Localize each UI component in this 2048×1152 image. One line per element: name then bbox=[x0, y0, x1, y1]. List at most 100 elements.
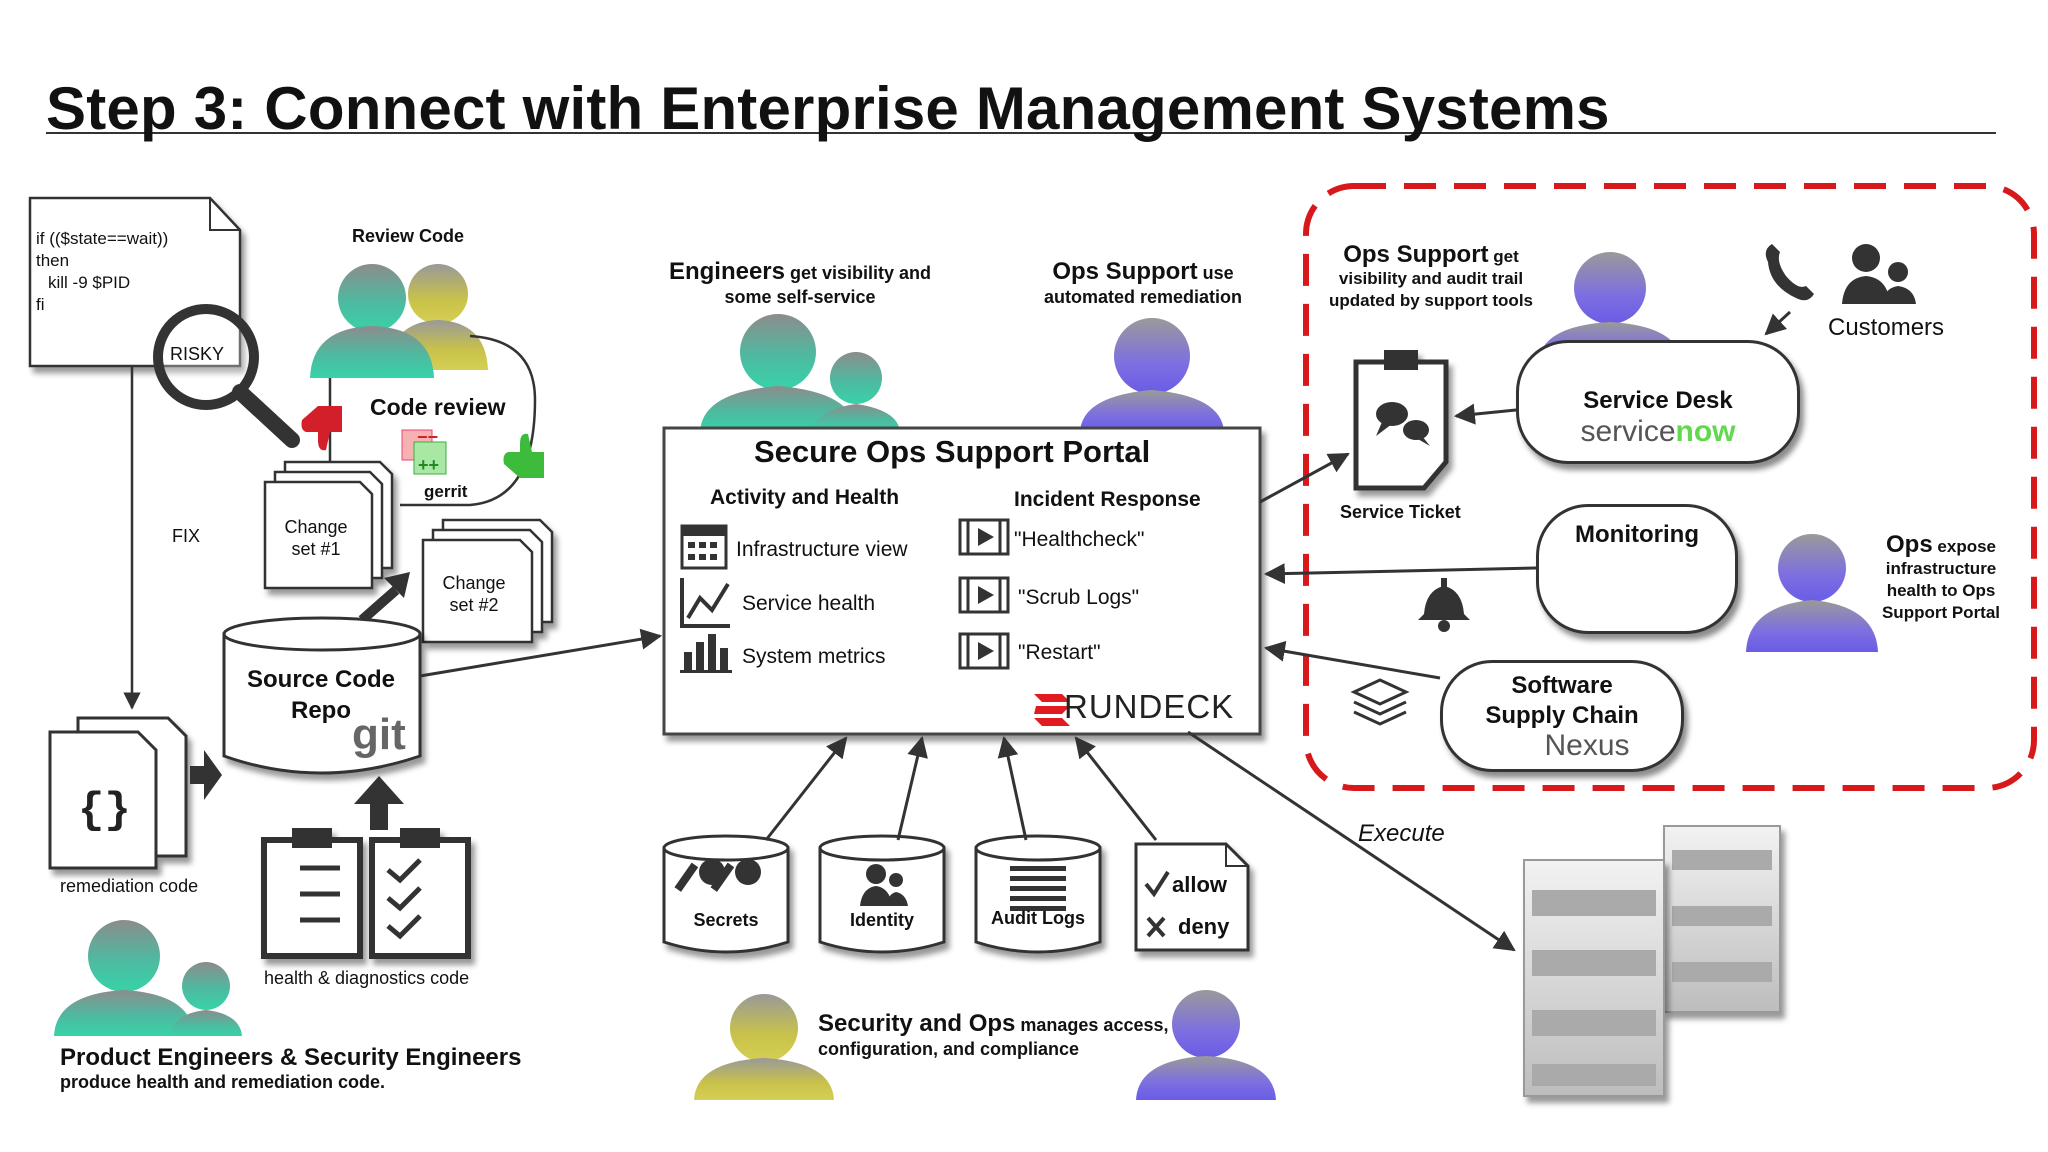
gerrit-label: gerrit bbox=[424, 482, 468, 501]
cross-icon bbox=[1146, 916, 1166, 938]
changeset-2-line-2: set #2 bbox=[449, 595, 499, 615]
changeset-1-line-1: Change bbox=[284, 517, 348, 537]
engineer-person-1 bbox=[700, 314, 856, 432]
repo-line-1: Source Code bbox=[246, 666, 396, 693]
server-rack-front bbox=[1523, 859, 1665, 1097]
supply-chain-line-1: Software bbox=[1511, 672, 1613, 699]
ops-caption: Ops Support use automated remediation bbox=[1018, 260, 1268, 309]
secrets-cylinder bbox=[662, 834, 790, 954]
changeset-1-line-2: set #1 bbox=[291, 539, 341, 559]
health-label: health & diagnostics code bbox=[264, 968, 470, 988]
activity-item-infrastructure[interactable]: Infrastructure view bbox=[736, 538, 908, 561]
script-document bbox=[28, 196, 242, 368]
enterprise-highlight-region bbox=[1303, 183, 2037, 791]
health-clipboards bbox=[261, 828, 471, 959]
product-engineers-caption: Product Engineers & Security Engineers p… bbox=[60, 1044, 521, 1093]
servicedesk-to-ticket-arrow bbox=[1453, 403, 1517, 425]
git-logo: git bbox=[352, 710, 406, 759]
calendar-icon bbox=[680, 524, 728, 570]
source-repo-cylinder bbox=[222, 616, 422, 775]
monitoring-card[interactable]: Monitoring bbox=[1536, 504, 1738, 634]
ops-rest-1: use bbox=[1197, 263, 1234, 283]
review-code-heading: Review Code bbox=[352, 226, 465, 246]
thumbs-up-icon bbox=[503, 433, 544, 478]
reviewer-person-1 bbox=[310, 264, 434, 378]
policy-arrow bbox=[1074, 736, 1158, 841]
logs-icon bbox=[1010, 866, 1066, 911]
enterprise-ops-rest-2: visibility and audit trail bbox=[1338, 269, 1524, 288]
svg-text:++: ++ bbox=[418, 455, 439, 475]
customers-label: Customers bbox=[1828, 314, 1945, 341]
execute-arrow bbox=[1187, 730, 1516, 952]
engineers-rest-1: get visibility and bbox=[785, 263, 932, 283]
incident-item-restart[interactable]: "Restart" bbox=[1018, 641, 1101, 664]
ops-expose-rest-2: infrastructure bbox=[1885, 559, 1997, 578]
list-icon bbox=[300, 865, 340, 923]
incident-item-healthcheck[interactable]: "Healthcheck" bbox=[1014, 528, 1145, 551]
layers-icon bbox=[1350, 678, 1410, 726]
curly-braces-icon: {} bbox=[78, 786, 131, 836]
engineers-bold: Engineers bbox=[668, 258, 785, 285]
changeset-2-line-1: Change bbox=[442, 573, 506, 593]
service-ticket-label: Service Ticket bbox=[1340, 502, 1461, 522]
product-engineers-bold: Product Engineers & Security Engineers bbox=[60, 1044, 522, 1071]
servicenow-logo: servicenow bbox=[1519, 415, 1797, 449]
identity-label: Identity bbox=[849, 910, 914, 930]
product-engineers-rest: produce health and remediation code. bbox=[60, 1072, 386, 1092]
enterprise-ops-rest-1: get bbox=[1488, 247, 1519, 266]
incident-heading: Incident Response bbox=[1014, 488, 1201, 511]
keys-icon bbox=[674, 859, 761, 892]
rundeck-brand: RUNDECK bbox=[1064, 688, 1235, 725]
script-text: if (($state==wait)) then kill -9 $PID fi bbox=[36, 228, 168, 316]
film-icon-healthcheck bbox=[958, 518, 1010, 556]
activity-heading: Activity and Health bbox=[710, 486, 900, 509]
changeset-1-stack bbox=[263, 460, 394, 590]
ops-support-person bbox=[1080, 318, 1224, 432]
bell-icon bbox=[1418, 578, 1470, 632]
nexus-logo: Nexus bbox=[1544, 729, 1630, 762]
engineers-caption: Engineers get visibility and some self-s… bbox=[640, 260, 960, 309]
script-line-2: then bbox=[36, 251, 70, 270]
supply-chain-card[interactable]: Software Supply Chain Nexus bbox=[1440, 660, 1684, 772]
monitoring-to-portal-arrow bbox=[1263, 563, 1537, 585]
security-person-violet bbox=[1136, 990, 1276, 1100]
line-chart-icon bbox=[680, 578, 730, 628]
repo-label: Source Code Repo bbox=[226, 664, 416, 726]
security-caption: Security and Ops manages access, configu… bbox=[818, 1012, 1169, 1061]
service-desk-label: Service Desk bbox=[1583, 387, 1733, 414]
product-engineer-person-1 bbox=[54, 920, 194, 1036]
activity-item-system-metrics[interactable]: System metrics bbox=[742, 645, 886, 668]
audit-logs-cylinder bbox=[974, 834, 1102, 954]
service-desk-card[interactable]: Service Desk servicenow bbox=[1516, 340, 1800, 464]
customers-icon bbox=[1842, 244, 1916, 304]
ops-expose-person bbox=[1746, 534, 1878, 652]
enterprise-ops-caption: Ops Support get visibility and audit tra… bbox=[1312, 243, 1550, 312]
ops-expose-rest-3: health to Ops bbox=[1886, 581, 1996, 600]
servicenow-logo-a: service bbox=[1580, 415, 1676, 448]
health-up-arrow-icon bbox=[354, 776, 404, 830]
bar-chart-icon bbox=[680, 634, 732, 673]
script-line-4: fi bbox=[36, 295, 45, 314]
identity-arrow bbox=[896, 735, 928, 841]
script-line-3: kill -9 $PID bbox=[48, 273, 131, 292]
magnifier-icon bbox=[153, 304, 300, 448]
remediation-label: remediation code bbox=[60, 876, 199, 896]
risky-label: RISKY bbox=[170, 344, 225, 364]
rundeck-logo-mark bbox=[1034, 694, 1070, 726]
code-review-label: Code review bbox=[370, 394, 506, 420]
script-line-1: if (($state==wait)) bbox=[36, 229, 169, 248]
audit-arrow bbox=[997, 735, 1028, 841]
activity-item-service-health[interactable]: Service health bbox=[742, 592, 876, 615]
remediation-docs bbox=[48, 716, 188, 870]
repo-line-2: Repo bbox=[291, 697, 351, 724]
enterprise-ops-rest-3: updated by support tools bbox=[1329, 291, 1533, 310]
repo-to-portal-arrow bbox=[419, 628, 663, 678]
phone-icon bbox=[1765, 244, 1814, 301]
execute-label: Execute bbox=[1358, 820, 1445, 847]
gerrit-icon: −− ++ bbox=[401, 427, 447, 475]
audit-logs-label: Audit Logs bbox=[991, 908, 1085, 928]
chat-bubbles-icon bbox=[1376, 402, 1430, 446]
servicenow-logo-b: now bbox=[1675, 415, 1736, 448]
portal-title: Secure Ops Support Portal bbox=[754, 434, 1151, 469]
incident-item-scrub-logs[interactable]: "Scrub Logs" bbox=[1018, 586, 1140, 609]
